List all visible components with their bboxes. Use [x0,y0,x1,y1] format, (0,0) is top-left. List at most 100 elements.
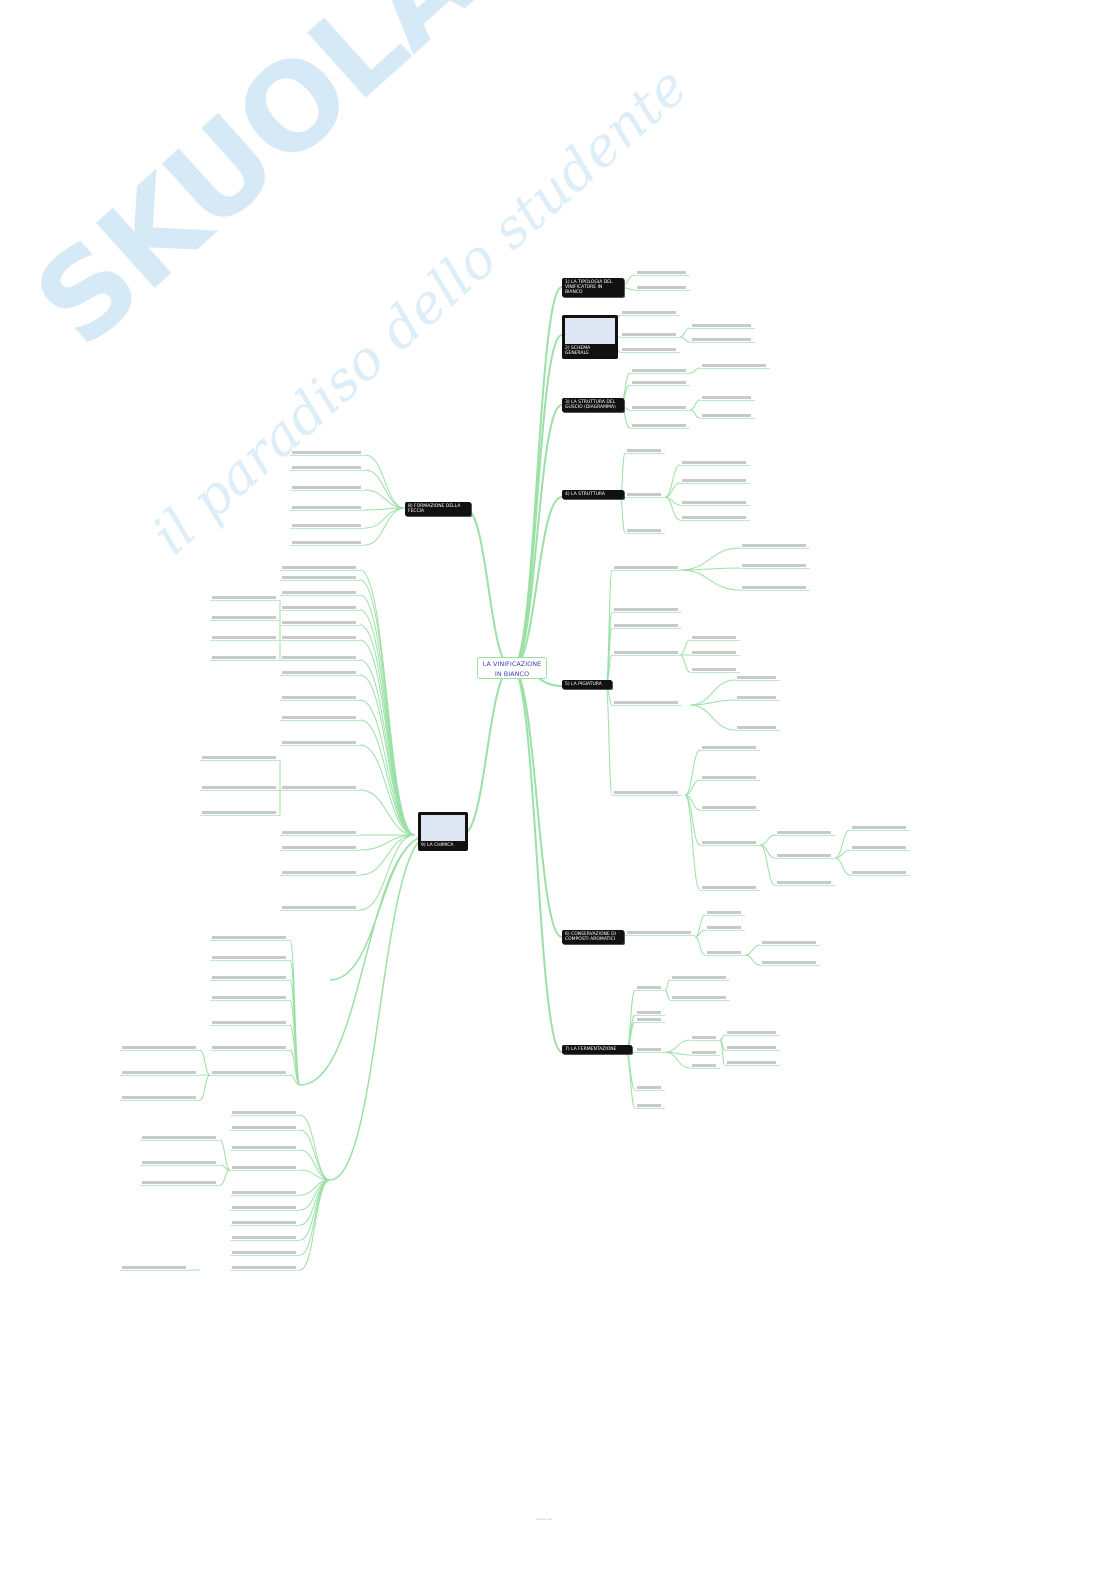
leaf-node[interactable] [620,311,680,316]
leaf-node[interactable] [630,406,690,411]
leaf-node[interactable] [690,1064,720,1069]
leaf-node[interactable] [210,616,280,621]
leaf-node[interactable] [690,1051,720,1056]
leaf-node[interactable] [230,1111,300,1116]
leaf-node[interactable] [680,516,750,521]
leaf-node[interactable] [635,1048,665,1053]
branch-node[interactable]: 8) FORMAZIONE DELLA FECCIA [405,502,471,516]
branch-node[interactable]: 5) LA PIGIATURA [562,680,612,689]
leaf-node[interactable] [700,886,760,891]
leaf-node[interactable] [200,756,280,761]
leaf-node[interactable] [210,1071,290,1076]
leaf-node[interactable] [740,564,810,569]
leaf-node[interactable] [625,449,665,454]
leaf-node[interactable] [210,936,290,941]
leaf-node[interactable] [210,976,290,981]
leaf-node[interactable] [690,668,740,673]
leaf-node[interactable] [705,911,745,916]
leaf-node[interactable] [690,1036,720,1041]
leaf-node[interactable] [740,544,810,549]
leaf-node[interactable] [700,806,760,811]
leaf-node[interactable] [635,1011,665,1016]
leaf-node[interactable] [200,811,280,816]
leaf-node[interactable] [230,1126,300,1131]
leaf-node[interactable] [280,606,360,611]
leaf-node[interactable] [680,501,750,506]
leaf-node[interactable] [612,624,682,629]
leaf-node[interactable] [280,621,360,626]
branch-node[interactable]: 3) LA STRUTTURA DEL GUSCIO (DIAGRAMMA) [562,398,624,412]
leaf-node[interactable] [280,636,360,641]
branch-node[interactable]: 1) LA TIPOLOGIA DEL VINIFICATORE IN BIAN… [562,278,624,297]
leaf-node[interactable] [290,506,365,511]
leaf-node[interactable] [775,831,835,836]
leaf-node[interactable] [630,381,690,386]
leaf-node[interactable] [210,956,290,961]
leaf-node[interactable] [280,671,360,676]
branch-node-image[interactable]: 9) LA CHIMICA [418,812,468,851]
leaf-node[interactable] [210,1046,290,1051]
leaf-node[interactable] [635,286,690,291]
leaf-node[interactable] [625,529,665,534]
leaf-node[interactable] [120,1071,200,1076]
leaf-node[interactable] [290,486,365,491]
leaf-node[interactable] [700,746,760,751]
leaf-node[interactable] [775,854,835,859]
leaf-node[interactable] [690,651,740,656]
leaf-node[interactable] [280,566,360,571]
leaf-node[interactable] [280,656,360,661]
leaf-node[interactable] [635,271,690,276]
center-node[interactable]: LA VINIFICAZIONE IN BIANCO [477,657,547,679]
leaf-node[interactable] [290,541,365,546]
leaf-node[interactable] [635,1018,665,1023]
leaf-node[interactable] [230,1191,300,1196]
leaf-node[interactable] [630,424,690,429]
leaf-node[interactable] [740,586,810,591]
leaf-node[interactable] [690,338,755,343]
leaf-node[interactable] [140,1136,220,1141]
leaf-node[interactable] [705,951,745,956]
leaf-node[interactable] [725,1061,780,1066]
leaf-node[interactable] [635,1104,665,1109]
leaf-node[interactable] [700,776,760,781]
leaf-node[interactable] [612,651,682,656]
leaf-node[interactable] [735,726,780,731]
leaf-node[interactable] [625,493,665,498]
leaf-node[interactable] [700,364,770,369]
leaf-node[interactable] [850,826,910,831]
leaf-node[interactable] [210,996,290,1001]
leaf-node[interactable] [735,696,780,701]
leaf-node[interactable] [630,369,690,374]
leaf-node[interactable] [280,591,360,596]
leaf-node[interactable] [230,1221,300,1226]
leaf-node[interactable] [280,846,360,851]
leaf-node[interactable] [635,1086,665,1091]
leaf-node[interactable] [620,348,680,353]
leaf-node[interactable] [210,636,280,641]
leaf-node[interactable] [120,1096,200,1101]
leaf-node[interactable] [625,931,695,936]
leaf-node[interactable] [690,636,740,641]
leaf-node[interactable] [120,1266,190,1271]
leaf-node[interactable] [635,986,665,991]
branch-node[interactable]: 4) LA STRUTTURA [562,490,624,499]
leaf-node[interactable] [775,881,835,886]
leaf-node[interactable] [280,696,360,701]
leaf-node[interactable] [280,831,360,836]
leaf-node[interactable] [290,524,365,529]
leaf-node[interactable] [850,846,910,851]
leaf-node[interactable] [210,656,280,661]
leaf-node[interactable] [620,333,680,338]
leaf-node[interactable] [280,786,360,791]
leaf-node[interactable] [280,576,360,581]
leaf-node[interactable] [230,1266,300,1271]
leaf-node[interactable] [690,324,755,329]
leaf-node[interactable] [200,786,280,791]
leaf-node[interactable] [140,1181,220,1186]
leaf-node[interactable] [680,479,750,484]
leaf-node[interactable] [680,461,750,466]
leaf-node[interactable] [850,871,910,876]
leaf-node[interactable] [230,1146,300,1151]
leaf-node[interactable] [670,996,730,1001]
leaf-node[interactable] [725,1046,780,1051]
